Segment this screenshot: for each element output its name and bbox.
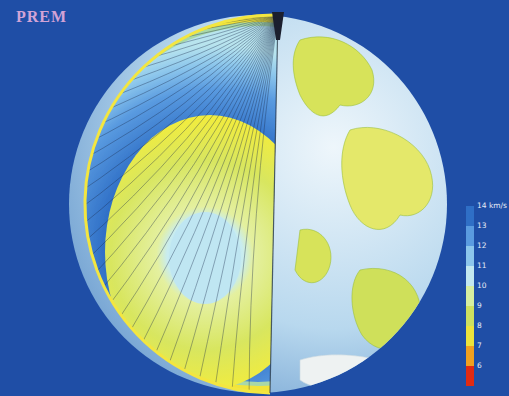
legend-tick-label: 6 xyxy=(477,361,482,370)
legend-tick-label: 7 xyxy=(477,341,482,350)
legend-tick-label: 9 xyxy=(477,301,482,310)
ray-path xyxy=(152,15,278,361)
ray-path xyxy=(70,15,278,182)
legend-tick-label: 13 xyxy=(477,221,487,230)
ray-path xyxy=(146,15,278,52)
legend-swatch xyxy=(466,306,474,326)
ray-path xyxy=(133,15,278,63)
ray-path xyxy=(83,15,278,132)
legend-row: 8 xyxy=(466,326,508,346)
legend-row: 9 xyxy=(466,306,508,326)
ray-path xyxy=(249,15,278,393)
ray-path xyxy=(175,15,278,34)
legend-row: 12 xyxy=(466,246,508,266)
legend-swatch xyxy=(466,286,474,306)
legend-tick-label: 14 km/s xyxy=(477,201,507,210)
legend-swatch xyxy=(466,366,474,386)
legend-swatch xyxy=(466,266,474,286)
legend-tick-label: 8 xyxy=(477,321,482,330)
ray-path xyxy=(199,15,279,383)
diagram-title: PREM xyxy=(16,8,67,26)
ray-path xyxy=(90,15,278,117)
legend-row: 14 km/s xyxy=(466,206,508,226)
legend-tick-label: 11 xyxy=(477,261,487,270)
legend-swatch xyxy=(466,346,474,366)
ray-path xyxy=(160,15,278,42)
ray-path xyxy=(191,15,278,27)
legend-swatch xyxy=(466,206,474,226)
legend-row: 6 xyxy=(466,366,508,386)
ray-path xyxy=(114,15,278,326)
legend-tick-label: 10 xyxy=(477,281,487,290)
ray-path xyxy=(103,15,278,313)
ray-path xyxy=(94,15,278,298)
ray-path xyxy=(182,15,278,377)
legend-row: 10 xyxy=(466,286,508,306)
legend-swatch xyxy=(466,326,474,346)
legend-row: 7 xyxy=(466,346,508,366)
ray-path xyxy=(73,15,278,165)
legend-row: 13 xyxy=(466,226,508,246)
legend-swatch xyxy=(466,246,474,266)
legend-tick-label: 12 xyxy=(477,241,487,250)
ray-path xyxy=(77,15,278,148)
legend-swatch xyxy=(466,226,474,246)
legend-row: 11 xyxy=(466,266,508,286)
